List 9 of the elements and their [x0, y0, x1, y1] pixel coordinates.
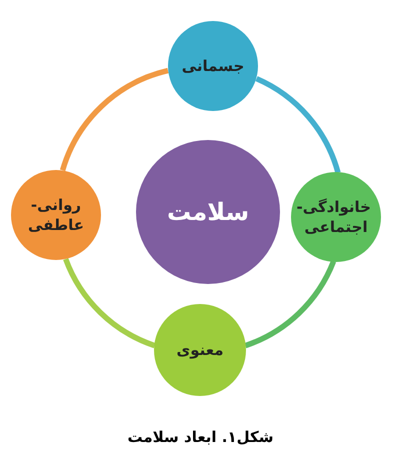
circle-label: سلامت: [166, 196, 250, 228]
circle-label: جسمانی: [180, 56, 246, 76]
circle-label: روانی- عاطفی: [27, 194, 85, 236]
ring-arc: [63, 258, 156, 348]
ring-arc: [255, 76, 341, 174]
caption: شکل۱. ابعاد سلامت: [127, 428, 274, 446]
circle-label: معنوی: [175, 340, 225, 360]
ring-arc: [60, 68, 169, 172]
ring-arc: [244, 260, 336, 348]
